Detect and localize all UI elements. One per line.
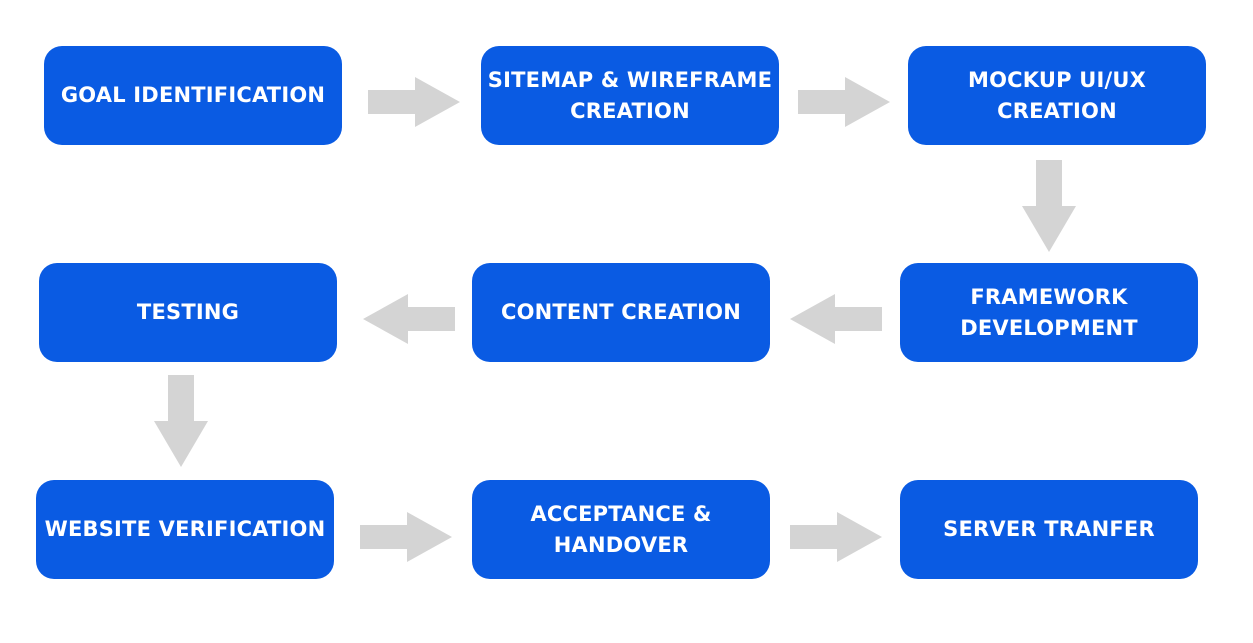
- step-label: MOCKUP UI/UX CREATION: [968, 67, 1146, 123]
- arrow-right-icon: [798, 77, 890, 127]
- arrow-down-icon: [154, 375, 208, 467]
- step-label: TESTING: [136, 300, 240, 324]
- arrow-left-icon: [363, 294, 455, 344]
- step-sitemap-wireframe: SITEMAP & WIREFRAME CREATION: [481, 46, 779, 145]
- step-testing: TESTING: [39, 263, 337, 362]
- arrow-right-icon: [368, 77, 460, 127]
- step-goal-identification: GOAL IDENTIFICATION: [44, 46, 342, 145]
- step-label: CONTENT CREATION: [500, 300, 742, 324]
- step-website-verification: WEBSITE VERIFICATION: [36, 480, 334, 579]
- step-label: SERVER TRANFER: [943, 517, 1155, 541]
- step-label: WEBSITE VERIFICATION: [44, 517, 326, 541]
- arrow-down-icon: [1022, 160, 1076, 252]
- step-label: ACCEPTANCE & HANDOVER: [530, 501, 712, 557]
- step-framework-development: FRAMEWORK DEVELOPMENT: [900, 263, 1198, 362]
- step-label: GOAL IDENTIFICATION: [60, 83, 326, 107]
- step-acceptance-handover: ACCEPTANCE & HANDOVER: [472, 480, 770, 579]
- step-content-creation: CONTENT CREATION: [472, 263, 770, 362]
- step-label: FRAMEWORK DEVELOPMENT: [960, 284, 1138, 340]
- arrow-right-icon: [360, 512, 452, 562]
- step-server-transfer: SERVER TRANFER: [900, 480, 1198, 579]
- step-mockup-uiux: MOCKUP UI/UX CREATION: [908, 46, 1206, 145]
- arrow-right-icon: [790, 512, 882, 562]
- step-label: SITEMAP & WIREFRAME CREATION: [487, 67, 773, 123]
- arrow-left-icon: [790, 294, 882, 344]
